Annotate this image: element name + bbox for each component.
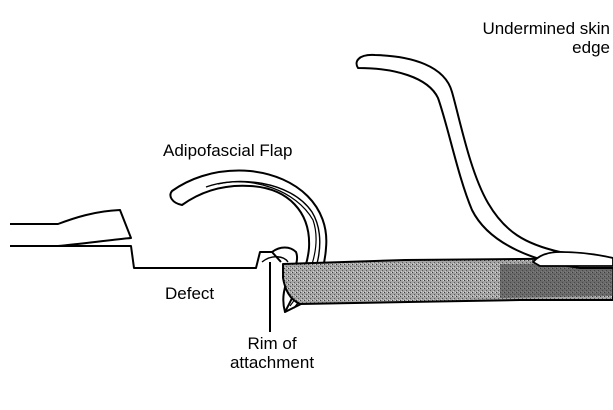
skin-edge-tip (533, 252, 613, 266)
flap-base-inner (262, 257, 288, 262)
adipofascial-flap-label: Adipofascial Flap (163, 141, 292, 160)
rim-of-attachment-label: Rim of attachment (212, 334, 332, 372)
left-skin-flap (10, 210, 131, 246)
defect-label: Defect (165, 284, 214, 303)
undermined-skin-edge-label: Undermined skin edge (420, 19, 610, 57)
rim-label-line-1: Rim of (212, 334, 332, 353)
undermined-skin-edge (357, 55, 613, 268)
skin-edge-label-line-1: Undermined skin (420, 19, 610, 38)
rim-label-line-2: attachment (212, 353, 332, 372)
defect-outline (10, 246, 281, 268)
skin-edge-label-line-2: edge (420, 38, 610, 57)
